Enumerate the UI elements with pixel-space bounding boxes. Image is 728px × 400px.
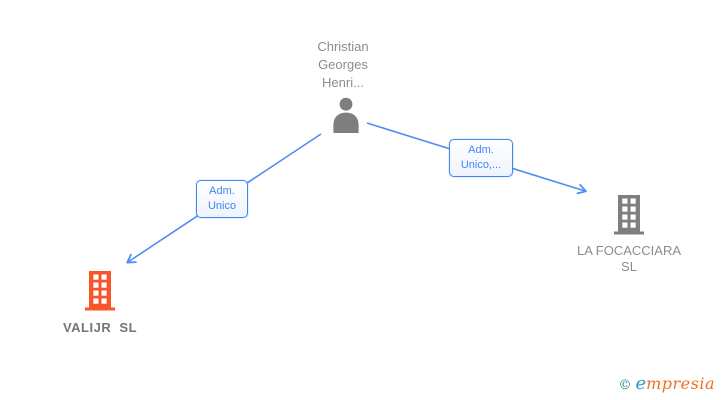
edge-label-adm-unico[interactable]: Adm. Unico (196, 180, 248, 218)
person-node-name: Christian Georges Henri... (298, 38, 388, 92)
person-name-line: Henri... (322, 75, 364, 90)
building-icon (40, 271, 160, 316)
logo-text: mpresia (646, 374, 715, 393)
copyright-symbol: © (618, 378, 632, 393)
person-name-line: Georges (318, 57, 368, 72)
company-label: VALIJR SL (62, 320, 138, 335)
empresia-logo: empresia (635, 373, 715, 394)
person-node[interactable] (329, 97, 363, 138)
logo-letter-e: e (635, 373, 647, 394)
building-icon (569, 195, 689, 240)
company-node-la-focacciara-sl[interactable]: LA FOCACCIARA SL (569, 195, 689, 275)
company-node-valijr-sl[interactable]: VALIJR SL (40, 271, 160, 336)
edge-label-adm-unico-2[interactable]: Adm. Unico,... (449, 139, 513, 177)
person-icon (333, 97, 359, 133)
company-label: LA FOCACCIARA SL (576, 243, 682, 274)
person-name-line: Christian (317, 39, 369, 54)
brand-footer[interactable]: ©empresia (618, 373, 715, 394)
